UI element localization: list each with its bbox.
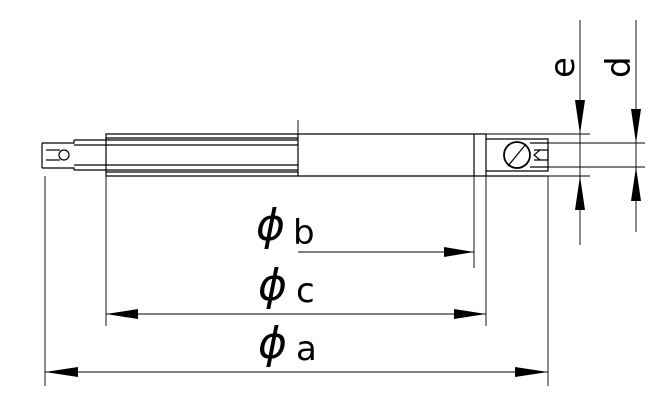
dimension-a-label: a [296,329,317,369]
gasket-body [41,133,549,177]
dimension-c-symbol: ϕ [258,260,287,311]
extension-lines [44,120,645,386]
dimension-e: e [543,20,585,245]
dimension-c-label: c [296,271,315,311]
dimension-d: d [599,20,641,232]
dimension-c: ϕ c [106,260,486,319]
dimension-b-symbol: ϕ [256,200,285,251]
dimension-e-label: e [543,57,583,78]
dimension-b: ϕ b [256,200,474,257]
dimension-a-symbol: ϕ [258,318,287,369]
dimension-a: ϕ a [45,318,548,377]
dimension-b-label: b [293,213,315,253]
dimension-d-label: d [599,56,639,78]
